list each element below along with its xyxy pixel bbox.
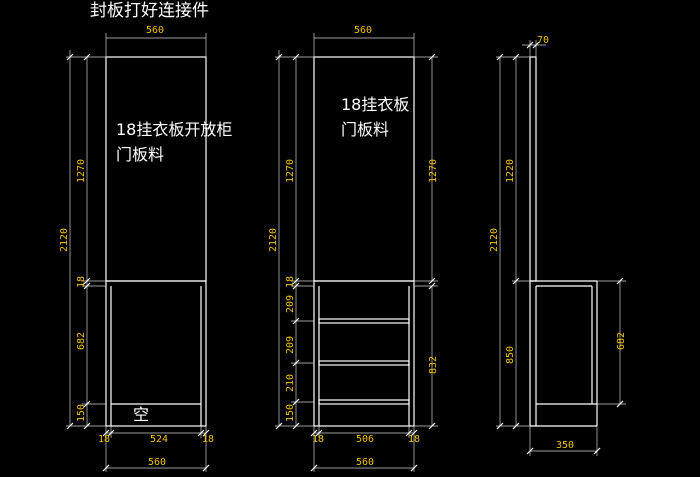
dim-mid-gap-1: 209 xyxy=(285,295,296,313)
middle-cabinet xyxy=(313,56,415,427)
dim-side-lower-height: 850 xyxy=(505,346,516,364)
middle-note-2: 门板料 xyxy=(341,120,389,139)
middle-shelf-2 xyxy=(318,360,410,366)
dim-side-right-height: 682 xyxy=(616,332,627,350)
dim-left-side-r: 18 xyxy=(202,434,214,445)
dim-left-total-height: 2120 xyxy=(59,228,70,252)
dim-mid-upper-height: 1270 xyxy=(285,159,296,183)
dim-left-side-l: 18 xyxy=(98,434,110,445)
dim-side-depth: 350 xyxy=(556,440,574,451)
left-note-1: 18挂衣板开放柜 xyxy=(116,120,232,139)
dim-mid-side-r: 18 xyxy=(408,434,420,445)
dim-mid-side-l: 18 xyxy=(312,434,324,445)
dim-mid-gap-3: 210 xyxy=(285,374,296,392)
left-lower-box xyxy=(105,280,207,427)
dim-left-bottom-width: 560 xyxy=(148,457,166,468)
dim-side-thickness: 70 xyxy=(537,35,549,46)
drawing-title: 封板打好连接件 xyxy=(90,1,209,21)
side-view xyxy=(529,56,598,427)
dim-left-inner-width: 524 xyxy=(150,434,168,445)
dim-side-total-height: 2120 xyxy=(489,228,500,252)
dim-mid-right-upper: 1270 xyxy=(428,159,439,183)
empty-label: 空 xyxy=(133,405,149,424)
dim-left-top-width: 560 xyxy=(146,25,164,36)
middle-lower-box xyxy=(313,280,415,427)
dim-mid-right-lower: 832 xyxy=(428,356,439,374)
middle-upper-panel xyxy=(313,56,415,282)
dim-left-board: 18 xyxy=(76,276,87,288)
dim-mid-top-width: 560 xyxy=(354,25,372,36)
side-upper-panel xyxy=(529,56,537,282)
dim-mid-board: 18 xyxy=(285,276,296,288)
left-cabinet xyxy=(105,56,207,427)
dim-mid-base: 150 xyxy=(285,404,296,422)
left-note-2: 门板料 xyxy=(116,145,164,164)
dim-left-lower-height: 682 xyxy=(76,332,87,350)
dim-mid-total-height: 2120 xyxy=(268,228,279,252)
dim-left-base: 150 xyxy=(76,404,87,422)
dim-side-upper-height: 1220 xyxy=(505,159,516,183)
dim-mid-bottom-width: 560 xyxy=(356,457,374,468)
middle-shelf-3 xyxy=(318,399,410,405)
dim-mid-gap-2: 209 xyxy=(285,336,296,354)
dim-mid-inner-width: 506 xyxy=(356,434,374,445)
dim-left-upper-height: 1270 xyxy=(76,159,87,183)
middle-shelf-1 xyxy=(318,318,410,324)
left-upper-panel xyxy=(105,56,207,282)
middle-note-1: 18挂衣板 xyxy=(341,95,409,114)
